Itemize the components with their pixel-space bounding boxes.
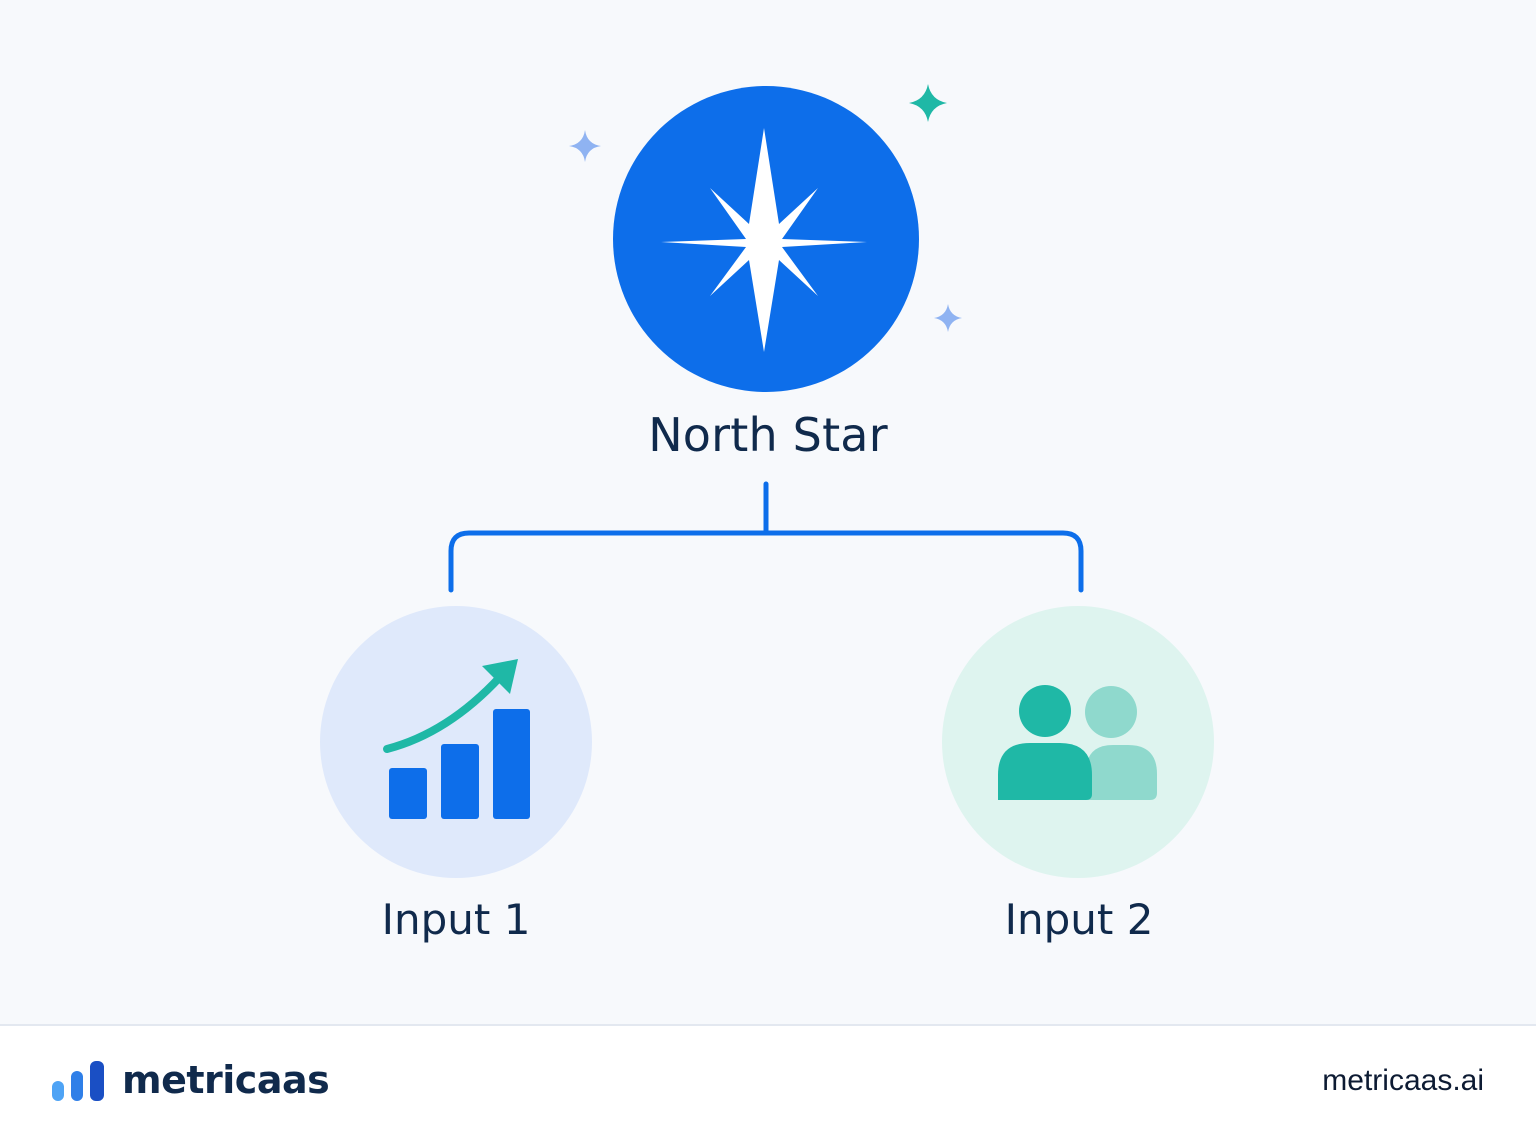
bar-chart-logo-icon	[52, 1061, 104, 1101]
users-icon	[998, 685, 1157, 800]
connector-lines	[448, 481, 1084, 593]
north-star-label: North Star	[648, 408, 888, 462]
input-1-label: Input 1	[381, 895, 531, 944]
sparkle-icon	[569, 130, 601, 162]
site-url-link[interactable]: metricaas.ai	[1322, 1064, 1484, 1097]
sparkle-icon	[909, 84, 947, 122]
input-2-node[interactable]	[942, 606, 1214, 878]
brand-name: metricaas	[122, 1058, 330, 1102]
input-2-label: Input 2	[1004, 895, 1154, 944]
north-star-node[interactable]	[613, 86, 919, 392]
brand-logo[interactable]: metricaas	[52, 1058, 330, 1102]
diagram-graphics	[320, 84, 1214, 878]
growth-chart-icon	[383, 659, 530, 819]
sparkle-icon	[934, 304, 962, 332]
north-star-icon	[661, 128, 867, 352]
footer-bar: metricaas metricaas.ai	[0, 1024, 1536, 1136]
input-1-node[interactable]	[320, 606, 592, 878]
